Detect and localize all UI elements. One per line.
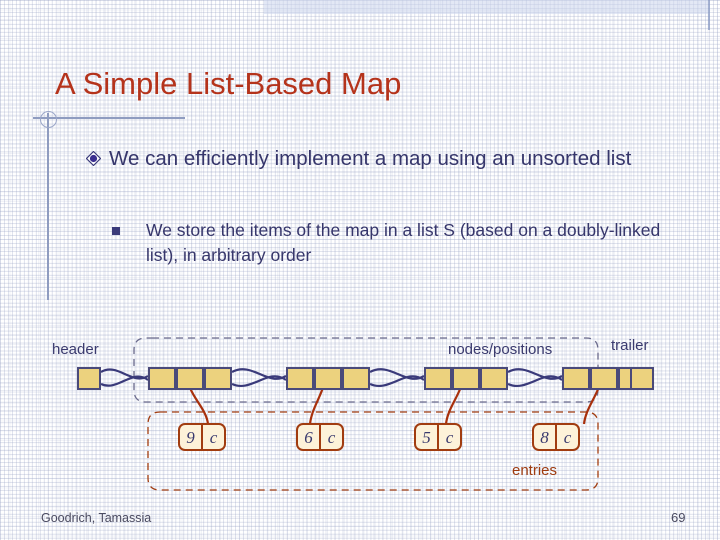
entry-key: 6 <box>304 427 313 447</box>
entry-divider <box>201 425 203 449</box>
entry-value: c <box>563 427 572 447</box>
entry-divider <box>437 425 439 449</box>
entry-box-1: 9 c <box>178 423 226 451</box>
page-title: A Simple List-Based Map <box>55 66 402 101</box>
bullet-level2-text: We store the items of the map in a list … <box>146 220 661 265</box>
bullet-level1: We can efficiently implement a map using… <box>86 145 666 172</box>
header-label: header <box>52 341 99 358</box>
node-3-element-cell <box>452 367 480 390</box>
footer-page-number: 69 <box>671 510 686 525</box>
entry-pointers <box>186 373 604 425</box>
bullet-level2: We store the items of the map in a list … <box>112 218 672 268</box>
trailer-node <box>630 367 654 390</box>
trailer-label: trailer <box>611 337 649 354</box>
node-2-prev-cell <box>286 367 314 390</box>
entry-value: c <box>209 427 218 447</box>
entry-value: c <box>445 427 454 447</box>
bullet-level1-text: We can efficiently implement a map using… <box>109 147 632 170</box>
header-node <box>77 367 101 390</box>
nodes-positions-label: nodes/positions <box>448 341 553 358</box>
node-4-prev-cell <box>562 367 590 390</box>
entry-divider <box>555 425 557 449</box>
entry-key: 5 <box>422 427 431 447</box>
title-circle-decoration <box>40 111 57 128</box>
left-vertical-rule <box>47 113 49 300</box>
top-accent-edge <box>708 0 710 30</box>
node-1-next-cell <box>204 367 232 390</box>
entries-label: entries <box>512 462 558 479</box>
node-2-next-cell <box>342 367 370 390</box>
node-1-element-cell <box>176 367 204 390</box>
entry-key: 9 <box>186 427 195 447</box>
node-1-prev-cell <box>148 367 176 390</box>
entry-divider <box>319 425 321 449</box>
node-2-element-cell <box>314 367 342 390</box>
top-accent-band <box>264 0 708 14</box>
entry-box-2: 6 c <box>296 423 344 451</box>
node-3-next-cell <box>480 367 508 390</box>
footer-authors: Goodrich, Tamassia <box>41 511 152 525</box>
node-3-prev-cell <box>424 367 452 390</box>
square-bullet-icon <box>112 227 120 235</box>
entry-value: c <box>327 427 336 447</box>
entry-box-3: 5 c <box>414 423 462 451</box>
entry-key: 8 <box>540 427 549 447</box>
title-underline-rule <box>33 117 185 119</box>
node-4-element-cell <box>590 367 618 390</box>
entry-box-4: 8 c <box>532 423 580 451</box>
diamond-bullet-icon <box>86 151 101 166</box>
